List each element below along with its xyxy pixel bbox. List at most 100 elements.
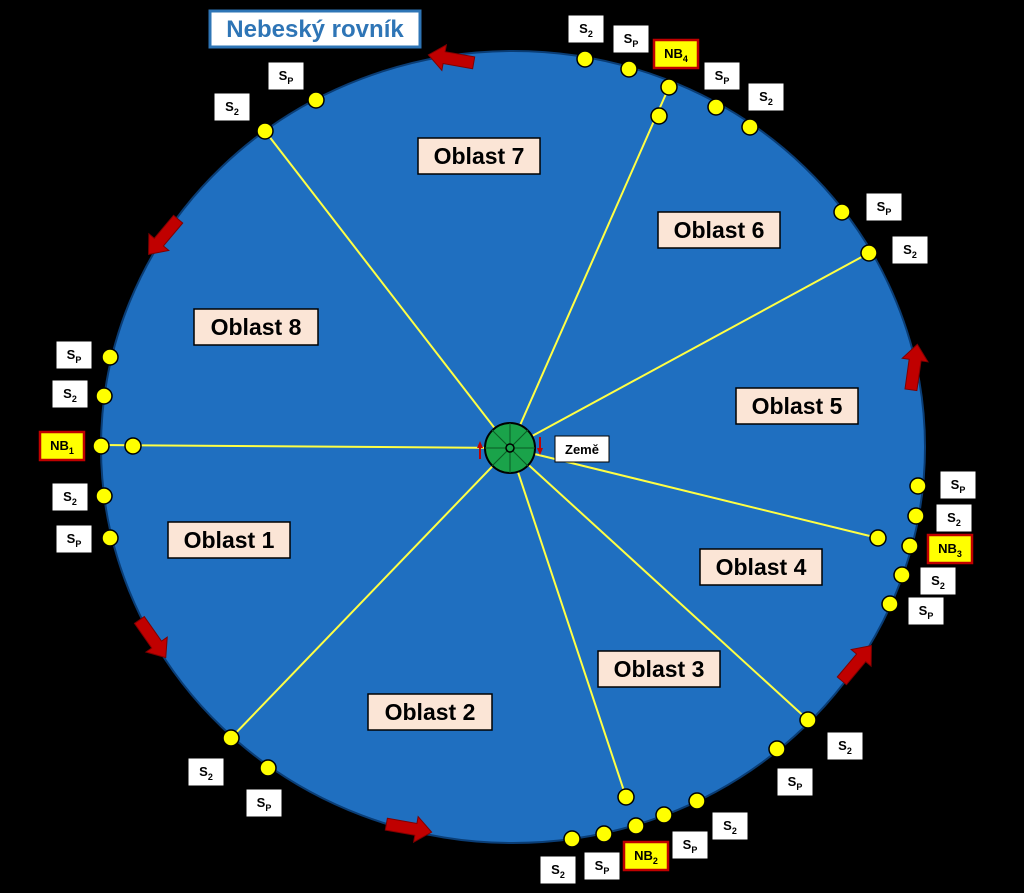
dot <box>860 244 878 262</box>
region-4-label: Oblast 4 <box>716 554 807 580</box>
s2-marker-box <box>919 566 957 596</box>
region-7-box <box>417 137 541 175</box>
region-1-box <box>167 521 291 559</box>
rotation-arrows <box>133 43 929 844</box>
dot <box>655 806 673 824</box>
s2-marker-box <box>711 811 749 841</box>
nb-marker-box <box>622 840 670 872</box>
arrow-right-icon <box>901 343 929 392</box>
position-dots <box>92 50 927 848</box>
s2-marker-box <box>935 503 973 533</box>
sp-marker-box <box>939 470 977 500</box>
nb-marker-box <box>926 533 974 565</box>
dot <box>799 711 817 729</box>
dot <box>869 529 887 547</box>
spokes <box>100 86 879 798</box>
region-7-label: Oblast 7 <box>434 143 525 169</box>
dot <box>595 825 613 843</box>
spoke-nb4 <box>509 86 670 449</box>
nb-marker-label: NB3 <box>938 541 962 559</box>
nb-marker-box <box>652 38 700 70</box>
s2-marker-box <box>51 379 89 409</box>
sp-marker-box <box>55 340 93 370</box>
dot <box>92 437 110 455</box>
s2-marker-box <box>567 14 605 44</box>
sp-marker-box <box>907 596 945 626</box>
region-3-label: Oblast 3 <box>614 656 705 682</box>
dot <box>627 817 645 835</box>
sp-marker-box <box>245 788 283 818</box>
title-box <box>208 9 422 49</box>
nb-marker-label: NB4 <box>664 46 688 64</box>
dot <box>741 118 759 136</box>
region-labels: Oblast 1 Oblast 2 Oblast 3 Oblast 4 Obla… <box>167 137 859 731</box>
spoke-nw <box>264 130 511 449</box>
region-8-label: Oblast 8 <box>211 314 302 340</box>
dot <box>101 348 119 366</box>
dot <box>881 595 899 613</box>
nb-marker-label: NB2 <box>634 848 658 866</box>
spoke-e <box>509 447 879 539</box>
dot <box>660 78 678 96</box>
nb-marker-label: NB1 <box>50 438 74 456</box>
dot <box>901 537 919 555</box>
diagram-title: Nebeský rovník <box>226 16 404 43</box>
s2-marker-box <box>187 757 225 787</box>
sp-marker-box <box>671 830 709 860</box>
region-4-box <box>699 548 823 586</box>
earth-label: Země <box>565 442 599 457</box>
region-1-label: Oblast 1 <box>184 527 275 553</box>
earth-label-box <box>554 435 610 463</box>
dot <box>833 203 851 221</box>
region-8-box <box>193 308 319 346</box>
dot <box>576 50 594 68</box>
dot <box>259 759 277 777</box>
dot <box>909 477 927 495</box>
region-3-box <box>597 650 721 688</box>
sp-marker-box <box>267 61 305 91</box>
arrow-top-icon <box>427 43 476 72</box>
dot <box>256 122 274 140</box>
spoke-ne <box>509 252 870 449</box>
arrow-bottom-icon <box>384 815 433 844</box>
spoke-se <box>509 447 809 721</box>
s2-marker-box <box>539 855 577 885</box>
dot <box>95 487 113 505</box>
region-6-label: Oblast 6 <box>674 217 765 243</box>
dot <box>563 830 581 848</box>
region-2-box <box>367 693 493 731</box>
arrow-lower-right-icon <box>836 645 872 686</box>
dot <box>650 107 668 125</box>
nb-marker-box <box>38 430 86 462</box>
spoke-nb1 <box>100 444 511 449</box>
dot <box>222 729 240 747</box>
s2-marker-box <box>213 92 251 122</box>
s2-marker-box <box>891 235 929 265</box>
s2-marker-box <box>826 731 864 761</box>
dot <box>124 437 142 455</box>
dot <box>95 387 113 405</box>
dot <box>893 566 911 584</box>
region-2-label: Oblast 2 <box>385 699 476 725</box>
region-5-label: Oblast 5 <box>752 393 843 419</box>
dot <box>617 788 635 806</box>
dot <box>620 60 638 78</box>
dot <box>688 792 706 810</box>
s2-marker-box <box>747 82 785 112</box>
earth-icon <box>477 422 543 474</box>
dot <box>101 529 119 547</box>
dot <box>768 740 786 758</box>
sp-marker-box <box>703 61 741 91</box>
sp-marker-box <box>612 24 650 54</box>
s2-marker-box <box>51 482 89 512</box>
sp-marker-box <box>583 851 621 881</box>
spoke-s-south <box>509 447 627 798</box>
region-6-box <box>657 211 781 249</box>
sp-marker-box <box>55 524 93 554</box>
sp-marker-box <box>865 192 903 222</box>
region-5-box <box>735 387 859 425</box>
arrow-upper-left-icon <box>148 214 184 255</box>
arrow-lower-left-icon <box>133 615 168 659</box>
